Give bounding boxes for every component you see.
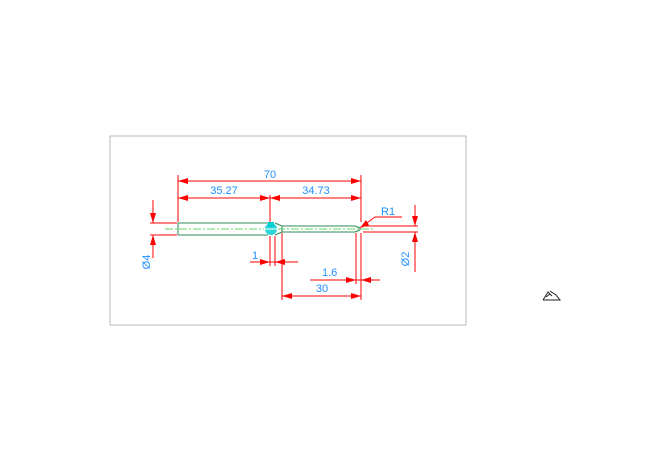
ucs-icon xyxy=(542,290,562,301)
dim-right-diameter: Ø2 xyxy=(363,205,418,272)
dim-left-diameter: Ø4 xyxy=(141,200,177,269)
dim-left-segment: 35.27 xyxy=(178,185,271,222)
dim-right-length: 30 xyxy=(281,233,361,300)
grip-marker-icon[interactable] xyxy=(264,222,278,235)
dim-tip-length-text: 1.6 xyxy=(322,267,337,279)
dim-radius: R1 xyxy=(359,206,402,229)
dim-overall-length-text: 70 xyxy=(264,169,276,181)
dim-gap-text: 1 xyxy=(252,250,258,262)
dim-left-segment-text: 35.27 xyxy=(210,185,238,197)
drawing-frame xyxy=(109,135,467,326)
dim-right-length-text: 30 xyxy=(316,283,328,295)
dim-right-segment: 34.73 xyxy=(270,185,361,201)
dim-radius-text: R1 xyxy=(381,206,395,218)
dim-left-diameter-text: Ø4 xyxy=(141,255,153,270)
dim-gap: 1 xyxy=(250,236,298,266)
dim-right-segment-text: 34.73 xyxy=(302,185,330,197)
dim-right-diameter-text: Ø2 xyxy=(400,252,412,267)
dim-tip-length: 1.6 xyxy=(310,233,380,300)
part-outline xyxy=(177,222,361,236)
